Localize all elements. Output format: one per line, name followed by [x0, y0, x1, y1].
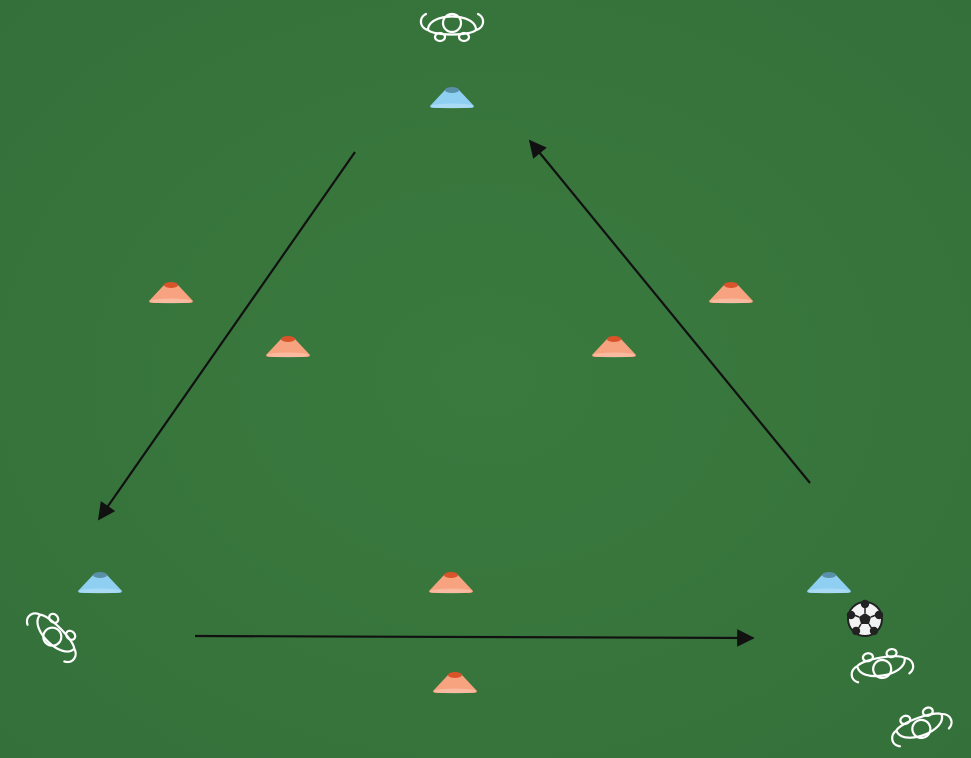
arrow-bottom-left-to-bottom-right — [194, 629, 755, 647]
player-head — [42, 626, 63, 647]
player-left-foot — [885, 647, 898, 659]
player-bottom-right-1 — [850, 647, 915, 684]
player-topdown-icon — [891, 706, 953, 748]
player-right-arm — [891, 729, 902, 748]
cone-body — [429, 573, 473, 593]
cone-body — [433, 673, 477, 693]
player-right-foot — [861, 652, 874, 663]
cone-top — [607, 336, 621, 342]
cone-orange-right-inner — [592, 336, 636, 358]
cone-rim — [430, 588, 472, 594]
player-left-foot — [433, 31, 447, 43]
cone-rim — [593, 352, 635, 358]
arrows-layer — [97, 139, 811, 647]
cone-rim — [710, 298, 752, 304]
cone-rim — [150, 298, 192, 304]
player-topdown-icon — [25, 612, 77, 664]
player-bottom-right-2 — [891, 706, 953, 748]
player-right-foot — [899, 714, 912, 726]
ball-seam — [857, 623, 862, 630]
soccer-ball-icon — [846, 599, 884, 637]
cone-rim — [79, 588, 121, 594]
cone-orange-left-upper — [149, 282, 193, 304]
player-right-arm — [25, 612, 42, 626]
cone-body — [149, 283, 193, 303]
cone-rim — [267, 352, 309, 358]
player-top — [419, 12, 485, 43]
cone-top — [445, 87, 459, 93]
player-topdown-icon — [419, 12, 485, 43]
ball-outer-patch — [846, 610, 856, 620]
player-right-foot — [48, 612, 60, 624]
player-head — [872, 658, 893, 680]
ball-center-patch — [859, 613, 871, 624]
cone-orange-bottom-middle — [429, 572, 473, 594]
player-right-arm — [474, 12, 485, 32]
ball-seam — [870, 614, 877, 618]
cone-rim — [808, 588, 850, 594]
cone-blue-top — [430, 87, 474, 109]
cone-body — [430, 88, 474, 108]
cone-body — [592, 337, 636, 357]
player-right-foot — [457, 31, 471, 43]
player-left-arm — [903, 656, 915, 675]
cone-orange-left-inner — [266, 336, 310, 358]
cone-body — [709, 283, 753, 303]
cone-body — [266, 337, 310, 357]
cones-layer — [78, 87, 851, 694]
cone-body — [807, 573, 851, 593]
player-head — [441, 12, 463, 34]
arrow-top-to-bottom-left — [97, 151, 356, 521]
player-left-foot — [921, 706, 934, 717]
player-left-arm — [940, 713, 953, 730]
arrow-bottom-right-to-top — [528, 139, 811, 484]
cone-top — [93, 572, 107, 578]
cone-top — [444, 572, 458, 578]
cone-top — [724, 282, 738, 288]
cone-body — [78, 573, 122, 593]
player-left-arm — [63, 647, 77, 664]
ball-seam — [868, 623, 873, 630]
cone-rim — [431, 103, 473, 109]
player-left-foot — [65, 629, 77, 641]
cone-orange-right-upper — [709, 282, 753, 304]
cone-top — [822, 572, 836, 578]
player-right-arm — [850, 665, 860, 684]
ball-outer-patch — [860, 599, 870, 609]
cone-top — [164, 282, 178, 288]
player-left-arm — [419, 12, 430, 32]
cone-orange-bottom-outer — [433, 672, 477, 694]
player-topdown-icon — [850, 647, 915, 684]
ball-outer-patch — [874, 610, 884, 620]
ball-seam — [853, 614, 860, 618]
players-layer — [25, 12, 953, 748]
cone-blue-bottom-right — [807, 572, 851, 594]
cone-blue-bottom-left — [78, 572, 122, 594]
player-head — [911, 718, 932, 740]
cone-rim — [434, 688, 476, 694]
cone-top — [448, 672, 462, 678]
cone-top — [281, 336, 295, 342]
player-bottom-left — [25, 612, 77, 664]
